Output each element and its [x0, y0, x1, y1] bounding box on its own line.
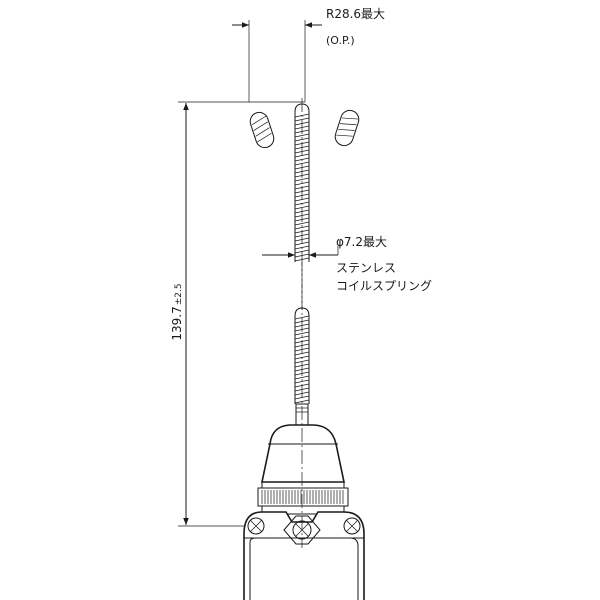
coil-winding [294, 221, 310, 226]
diameter-dimension: φ7.2最大 ステンレス コイルスプリング [262, 235, 432, 293]
coil-winding [294, 133, 310, 138]
coil-winding [294, 359, 310, 364]
height-dimension: 139.7±2.5 [170, 101, 305, 527]
mounting-hole-left [247, 517, 265, 535]
op-label: (O.P.) [326, 34, 355, 47]
coil-winding [294, 161, 310, 166]
knurled-ring [257, 487, 349, 507]
coil-winding [294, 205, 310, 210]
diameter-label: φ7.2最大 [336, 235, 387, 249]
coil-winding [294, 177, 310, 182]
spring-material-label-2: コイルスプリング [336, 279, 432, 293]
height-tolerance: ±2.5 [174, 283, 184, 305]
coil-winding [294, 331, 310, 336]
spring-right-position [334, 109, 360, 147]
head-housing [257, 424, 349, 515]
coil-winding [294, 249, 310, 254]
switch-body [243, 511, 365, 600]
coil-winding [294, 375, 310, 380]
coil-winding [294, 225, 310, 230]
radius-label: R28.6最大 [326, 7, 385, 21]
coil-winding [294, 315, 310, 320]
radius-dimension: R28.6最大 (O.P.) [232, 7, 385, 102]
coil-winding [294, 137, 310, 142]
spring-left-position [249, 111, 275, 149]
spring-material-label-1: ステンレス [336, 261, 396, 275]
height-value: 139.7 [170, 306, 184, 340]
coil-winding [294, 117, 310, 122]
coil-winding [294, 335, 310, 340]
coil-winding [294, 181, 310, 186]
mounting-hole-right [343, 517, 361, 535]
coil-winding [294, 379, 310, 384]
svg-text:139.7±2.5: 139.7±2.5 [170, 283, 184, 340]
